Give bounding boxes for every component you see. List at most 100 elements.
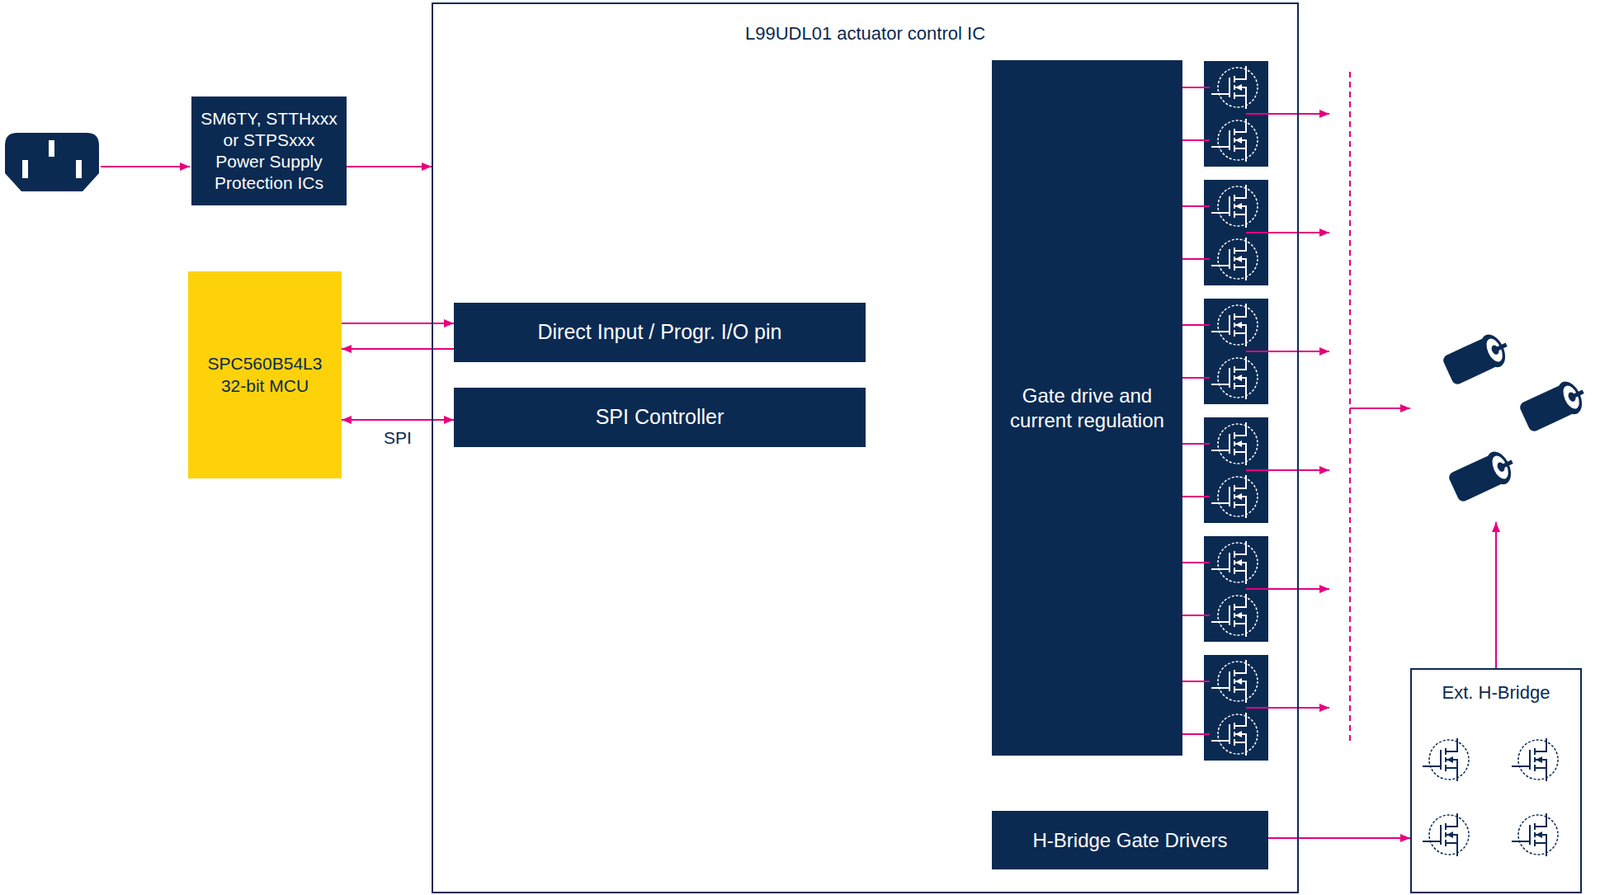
- gate-drive-block: Gate drive and current regulation: [991, 60, 1183, 756]
- mosfet-symbol: [1422, 813, 1469, 857]
- signal-arrow: [341, 348, 454, 350]
- mosfet-lines: [1511, 813, 1547, 857]
- io-block: Direct Input / Progr. I/O pin: [453, 302, 866, 363]
- mosfet-symbol: [1211, 66, 1258, 109]
- output-wire: [1246, 469, 1330, 472]
- box-label: SPC560B54L3 32-bit MCU: [194, 353, 336, 397]
- mosfet-lines: [1211, 303, 1247, 347]
- power-plug-icon: [4, 132, 100, 192]
- plug-body: [4, 132, 100, 192]
- output-wire: [1246, 350, 1330, 353]
- output-wire: [1246, 231, 1330, 234]
- motor-icon: [1517, 376, 1591, 435]
- mosfet-arrow: [1235, 202, 1242, 210]
- mosfet-arrow: [1235, 731, 1242, 738]
- box-title: Ext. H-Bridge: [1442, 681, 1551, 705]
- spi-block: SPI Controller: [453, 387, 866, 448]
- gate-lead: [1182, 495, 1210, 498]
- mosfet-lines: [1211, 660, 1247, 704]
- mosfet-lines: [1211, 541, 1247, 585]
- box-label: SM6TY, STTHxxx or STPSxxx Power Supply P…: [198, 108, 340, 195]
- mosfet-arrow: [1235, 321, 1242, 329]
- mosfet-symbol: [1211, 712, 1258, 756]
- motor-face: [1560, 383, 1583, 412]
- mosfet-outline: [1217, 358, 1258, 398]
- plug-pin: [22, 160, 29, 179]
- mosfet-outline: [1217, 595, 1258, 636]
- mosfet-outline: [1217, 120, 1258, 161]
- mcu-box: SPC560B54L3 32-bit MCU: [188, 271, 342, 479]
- gate-lead: [1182, 561, 1210, 564]
- gate-lead: [1182, 205, 1210, 208]
- motor-end: [1552, 377, 1587, 419]
- mosfet-lines: [1211, 184, 1247, 228]
- ext-hbridge-box: Ext. H-Bridge: [1410, 668, 1582, 894]
- mosfet-outline: [1217, 714, 1258, 755]
- mosfet-outline: [1217, 239, 1258, 279]
- mosfet-symbol: [1211, 303, 1258, 347]
- box-label: Gate drive and current regulation: [1005, 383, 1171, 434]
- mosfet-lines: [1422, 813, 1458, 857]
- mosfet-symbol: [1211, 184, 1258, 228]
- mosfet-arrow: [1235, 255, 1242, 263]
- hbridge-driver-block: H-Bridge Gate Drivers: [991, 811, 1269, 870]
- motor-face: [1489, 453, 1512, 482]
- mosfet-arrow: [1235, 374, 1242, 382]
- protection-box: SM6TY, STTHxxx or STPSxxx Power Supply P…: [191, 96, 347, 206]
- mosfet-outline: [1518, 815, 1558, 855]
- signal-arrow: [346, 165, 432, 168]
- half-bridge-pair: [1182, 417, 1330, 524]
- mosfet-symbol: [1511, 813, 1558, 857]
- signal-arrow: [341, 322, 454, 325]
- mosfet-arrow: [1235, 559, 1242, 567]
- mosfet-symbol: [1211, 118, 1258, 162]
- half-bridge-pair: [1182, 298, 1330, 405]
- mosfet-arrow: [1235, 493, 1242, 501]
- mosfet-outline: [1518, 740, 1558, 780]
- mosfet-outline: [1217, 305, 1258, 345]
- output-wire: [1246, 588, 1330, 590]
- output-wire: [1246, 707, 1330, 709]
- signal-name: SPI: [382, 428, 414, 449]
- plug-pin: [75, 160, 82, 179]
- half-bridge-pair: [1182, 179, 1330, 286]
- half-bridge-pair: [1182, 536, 1330, 642]
- mosfet-outline: [1429, 815, 1469, 855]
- gate-lead: [1182, 324, 1210, 326]
- box-label: H-Bridge Gate Drivers: [1032, 828, 1228, 854]
- mosfet-arrow: [1446, 756, 1454, 764]
- mosfet-lines: [1422, 738, 1458, 782]
- mosfet-outline: [1217, 424, 1258, 464]
- mosfet-symbol: [1211, 660, 1258, 704]
- gate-lead: [1182, 86, 1210, 89]
- mosfet-arrow: [1446, 831, 1454, 839]
- bus-to-motors: [1349, 407, 1411, 410]
- output-wire: [1246, 113, 1330, 115]
- plug-pin: [48, 140, 55, 157]
- mosfet-arrow: [1235, 84, 1242, 91]
- box-title: L99UDL01 actuator control IC: [745, 22, 986, 46]
- mosfet-symbol: [1211, 356, 1258, 400]
- power-wire: [100, 165, 190, 168]
- mosfet-lines: [1211, 712, 1247, 756]
- motor-shaft: [1571, 390, 1585, 399]
- half-bridge-pair: [1182, 61, 1330, 167]
- motor-icon: [1446, 446, 1520, 506]
- gate-lead: [1182, 680, 1210, 683]
- motor-end: [1476, 330, 1511, 372]
- gate-lead: [1182, 377, 1210, 379]
- mosfet-arrow: [1535, 756, 1543, 764]
- mosfet-lines: [1211, 422, 1247, 466]
- box-label: Direct Input / Progr. I/O pin: [538, 319, 783, 345]
- mosfet-symbol: [1211, 475, 1258, 519]
- mosfet-arrow: [1235, 612, 1242, 619]
- mosfet-outline: [1217, 476, 1258, 517]
- mosfet-symbol: [1511, 738, 1558, 782]
- mosfet-arrow: [1235, 440, 1242, 448]
- motor-shaft: [1495, 343, 1508, 352]
- signal-arrow: [341, 419, 454, 421]
- mosfet-symbol: [1211, 594, 1258, 638]
- mosfet-arrow: [1235, 678, 1242, 685]
- mosfet-outline: [1217, 186, 1258, 227]
